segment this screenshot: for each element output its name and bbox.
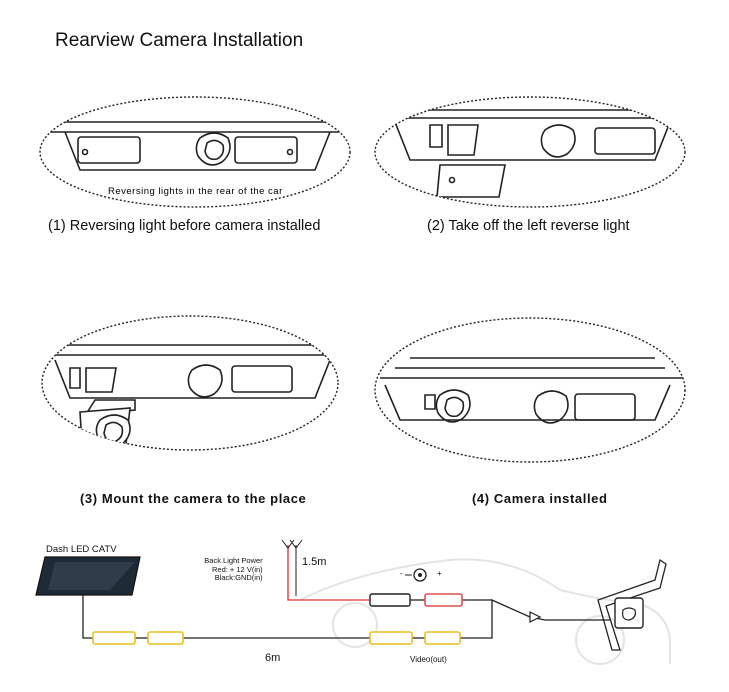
wiring-diagram <box>35 539 671 665</box>
video-connector-3 <box>369 631 413 645</box>
power-label: Back Light Power Red: + 12 V(in) Black:G… <box>204 556 263 582</box>
step1-caption: (1) Reversing light before camera instal… <box>48 218 321 234</box>
step2-caption: (2) Take off the left reverse light <box>427 218 630 234</box>
page-title: Rearview Camera Installation <box>55 30 304 51</box>
camera-icon <box>614 597 644 629</box>
dc-minus-label: - <box>400 569 403 578</box>
power-connector-male <box>369 593 411 607</box>
video-out-label: Video(out) <box>410 655 447 664</box>
step4-illustration <box>374 317 686 463</box>
step3-illustration <box>41 315 339 451</box>
car-silhouette <box>299 558 671 665</box>
monitor-label: Dash LED CATV <box>46 544 117 555</box>
video-connector-4 <box>424 631 461 645</box>
video-connector-2 <box>147 631 184 645</box>
dc-plus-label: + <box>437 569 442 578</box>
step1-note: Reversing lights in the rear of the car <box>108 186 283 197</box>
step4-caption: (4) Camera installed <box>472 491 608 506</box>
power-connector-female <box>424 593 463 607</box>
cable-length-long: 6m <box>265 652 281 664</box>
video-connector-1 <box>92 631 136 645</box>
dc-jack-icon <box>413 568 427 582</box>
step3-caption: (3) Mount the camera to the place <box>80 491 307 506</box>
step2-illustration <box>374 96 686 208</box>
step1-illustration <box>39 96 351 208</box>
cable-length-short: 1.5m <box>302 556 327 568</box>
